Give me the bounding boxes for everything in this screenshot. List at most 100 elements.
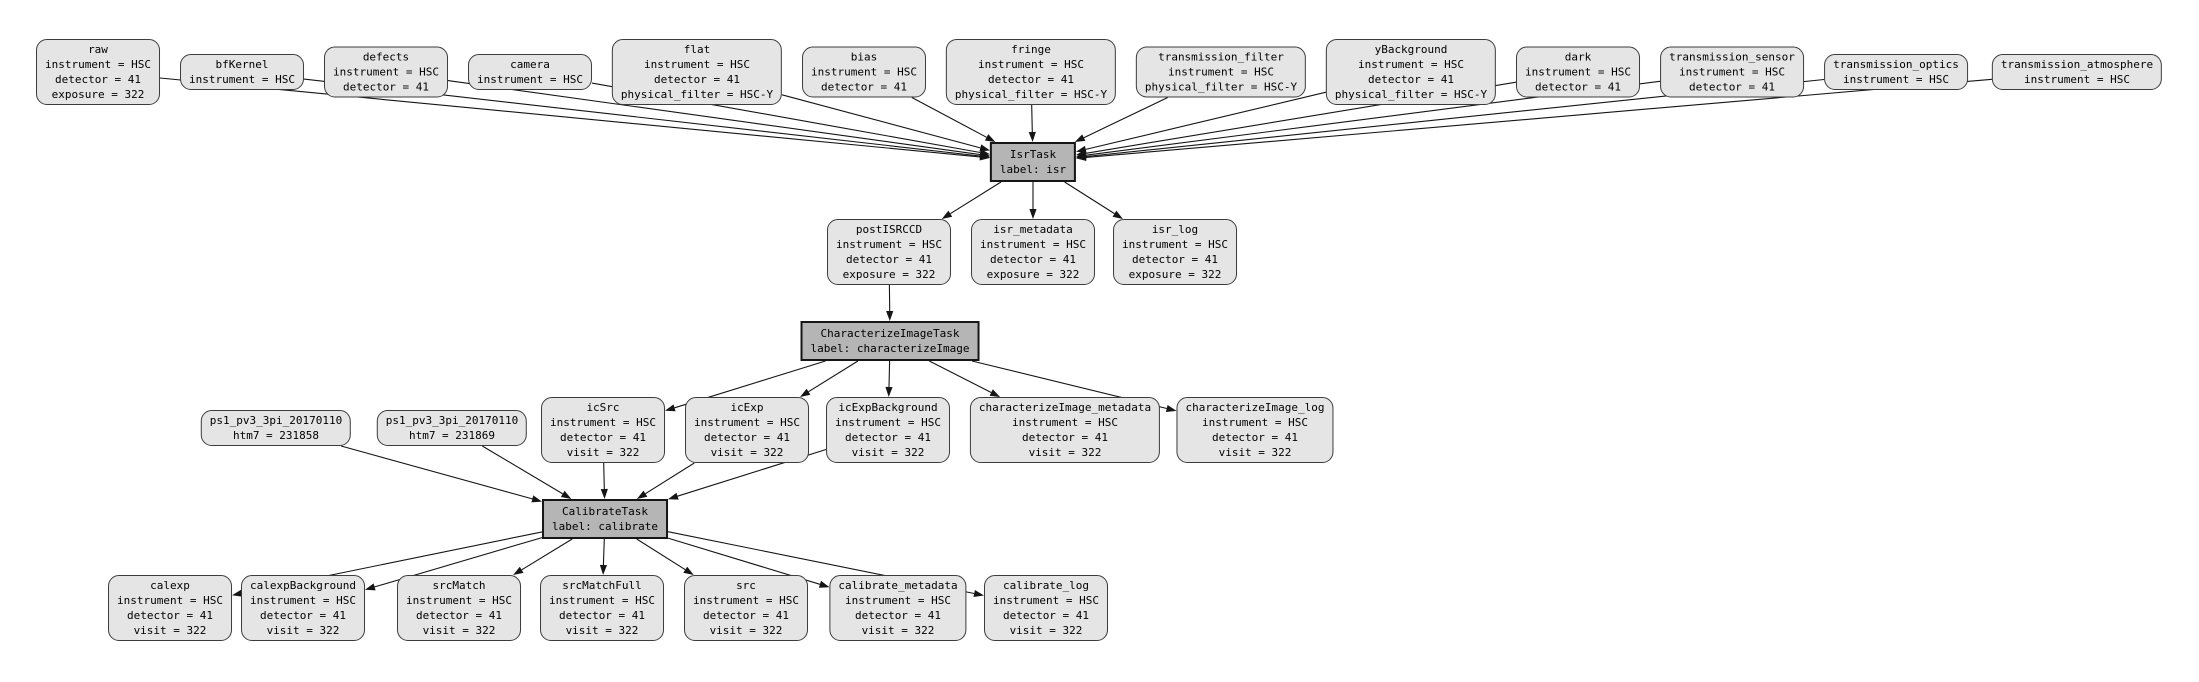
node-attribute: detector = 41 bbox=[987, 73, 1075, 86]
edge-arrowhead bbox=[668, 492, 679, 500]
node-title: icSrc bbox=[586, 401, 620, 414]
node-attribute: exposure = 322 bbox=[842, 268, 936, 281]
node-title: characterizeImage_log bbox=[1185, 401, 1325, 414]
edge-arrowhead bbox=[1112, 210, 1123, 219]
node-title: isr_log bbox=[1151, 223, 1199, 236]
node-attribute: instrument = HSC bbox=[694, 416, 800, 429]
node-attribute: instrument = HSC bbox=[1202, 416, 1308, 429]
node-attribute: label: isr bbox=[999, 163, 1067, 176]
edge-arrowhead bbox=[1076, 152, 1087, 161]
edge-line bbox=[521, 538, 573, 571]
node-title: isr_metadata bbox=[993, 223, 1073, 236]
node-title: srcMatch bbox=[432, 579, 486, 592]
node-title: flat bbox=[683, 43, 711, 56]
node-title: fringe bbox=[1011, 43, 1051, 56]
node-attribute: detector = 41 bbox=[1021, 431, 1109, 444]
node-attribute: detector = 41 bbox=[854, 609, 942, 622]
node-attribute: instrument = HSC bbox=[1358, 58, 1464, 71]
node-title: CharacterizeImageTask bbox=[820, 327, 960, 340]
node-attribute: instrument = HSC bbox=[835, 416, 941, 429]
node-attribute: visit = 322 bbox=[851, 446, 925, 459]
edge-arrowhead bbox=[885, 386, 893, 397]
node-attribute: label: calibrate bbox=[552, 520, 658, 533]
node-attribute: visit = 322 bbox=[709, 624, 783, 637]
node-title: srcMatchFull bbox=[562, 579, 642, 592]
edge-arrowhead bbox=[989, 389, 1001, 397]
edge-arrowhead bbox=[665, 404, 676, 412]
node-attribute: instrument = HSC bbox=[189, 73, 295, 86]
node-title: icExpBackground bbox=[838, 401, 938, 414]
node-attribute: detector = 41 bbox=[342, 80, 430, 94]
node-attribute: detector = 41 bbox=[702, 609, 790, 622]
node-title: IsrTask bbox=[1009, 148, 1057, 161]
edge-arrowhead bbox=[800, 388, 811, 397]
node-title: bias bbox=[850, 50, 878, 64]
node-attribute: detector = 41 bbox=[989, 253, 1077, 266]
edge-arrowhead bbox=[941, 210, 953, 219]
edge-line bbox=[636, 538, 686, 571]
edge-arrowhead bbox=[683, 566, 694, 575]
edge-line bbox=[808, 360, 859, 393]
node-attribute: instrument = HSC bbox=[1122, 238, 1228, 251]
edge-arrowhead bbox=[1076, 145, 1087, 153]
node-attribute: instrument = HSC bbox=[978, 58, 1084, 71]
node-title: calexpBackground bbox=[250, 579, 356, 592]
node-attribute: instrument = HSC bbox=[1843, 73, 1949, 86]
edge-arrowhead bbox=[979, 153, 990, 161]
node-attribute: detector = 41 bbox=[1211, 431, 1299, 444]
edge-line bbox=[645, 462, 695, 495]
node-attribute: detector = 41 bbox=[653, 73, 741, 86]
node-attribute: detector = 41 bbox=[259, 609, 347, 622]
node-attribute: instrument = HSC bbox=[2024, 73, 2130, 86]
node-attribute: detector = 41 bbox=[1002, 609, 1090, 622]
node-attribute: instrument = HSC bbox=[811, 65, 917, 79]
edge-arrowhead bbox=[365, 583, 376, 591]
node-attribute: instrument = HSC bbox=[1679, 65, 1785, 79]
node-attribute: exposure = 322 bbox=[986, 268, 1080, 281]
edge-arrowhead bbox=[1076, 153, 1087, 161]
edge-arrowhead bbox=[513, 566, 524, 575]
edge-line bbox=[929, 360, 992, 393]
node-attribute: visit = 322 bbox=[422, 624, 496, 637]
node-attribute: detector = 41 bbox=[1534, 80, 1622, 94]
node-attribute: instrument = HSC bbox=[1012, 416, 1118, 429]
edge-line bbox=[950, 181, 1002, 215]
node-attribute: detector = 41 bbox=[559, 431, 647, 444]
dataset-node-characterizeImage_log: characterizeImage_log instrument = HSC det… bbox=[1176, 397, 1334, 463]
dataset-node-fringe: fringe instrument = HSC detector = 41 physi… bbox=[945, 39, 1117, 105]
node-attribute: physical_filter = HSC-Y bbox=[954, 88, 1108, 101]
node-attribute: detector = 41 bbox=[1367, 73, 1455, 86]
node-attribute: label: characterizeImage bbox=[810, 342, 970, 355]
edge-line bbox=[602, 538, 605, 566]
node-attribute: physical_filter = HSC-Y bbox=[620, 88, 774, 101]
node-attribute: detector = 41 bbox=[126, 609, 214, 622]
task-node-characterizeImage: CharacterizeImageTask label: characterize… bbox=[800, 321, 980, 361]
edge-line bbox=[1085, 91, 1327, 150]
node-attribute: instrument = HSC bbox=[333, 65, 439, 79]
node-title: transmission_filter bbox=[1158, 50, 1284, 64]
edge-arrowhead bbox=[1074, 134, 1086, 142]
node-attribute: instrument = HSC bbox=[406, 594, 512, 607]
edge-arrowhead bbox=[600, 488, 608, 499]
node-attribute: visit = 322 bbox=[133, 624, 207, 637]
edge-arrowhead bbox=[599, 564, 607, 575]
edge-arrowhead bbox=[979, 144, 990, 152]
edge-arrowhead bbox=[984, 134, 996, 142]
node-attribute: detector = 41 bbox=[703, 431, 791, 444]
